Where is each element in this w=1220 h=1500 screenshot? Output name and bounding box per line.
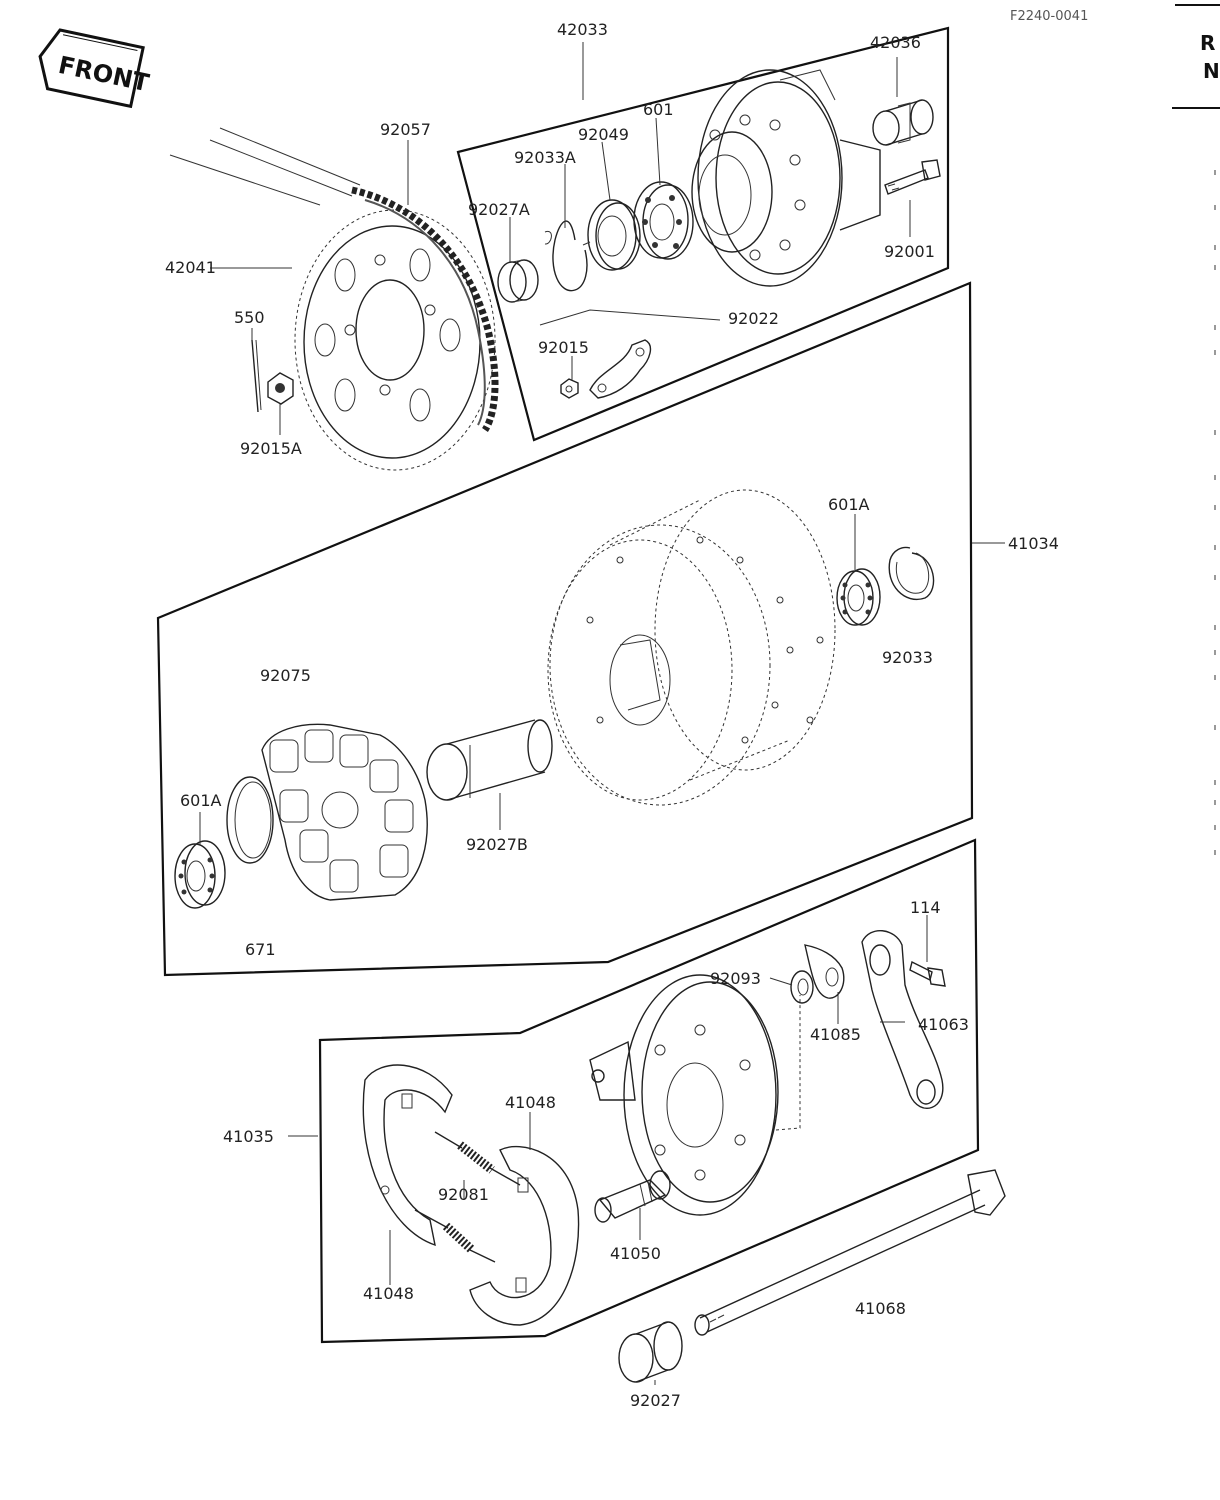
label-92033: 92033 (882, 648, 933, 667)
label-550: 550 (234, 308, 265, 327)
reference-code: F2240-0041 (1010, 9, 1088, 24)
label-114: 114 (910, 898, 941, 917)
frame-wheel-hub (156, 281, 974, 977)
label-42033: 42033 (557, 20, 608, 39)
part-labels: 42033 42036 92057 601 92049 92033A 92027… (165, 20, 1059, 1410)
indicator-41085 (804, 944, 845, 999)
seal-92049 (587, 199, 641, 271)
bearing-601A-right (836, 568, 881, 626)
label-41048-lower: 41048 (363, 1284, 414, 1303)
label-92015: 92015 (538, 338, 589, 357)
label-671: 671 (245, 940, 276, 959)
label-41085: 41085 (810, 1025, 861, 1044)
label-92027B: 92027B (466, 835, 528, 854)
spring-92081-lower (414, 1209, 496, 1263)
front-badge: FRONT (38, 28, 152, 109)
label-92081: 92081 (438, 1185, 489, 1204)
nut-92015 (560, 378, 579, 399)
label-42036: 42036 (870, 33, 921, 52)
label-41035: 41035 (223, 1127, 274, 1146)
cotter-pin-550 (251, 339, 262, 413)
bolt-114 (909, 960, 946, 987)
leader-lines (199, 42, 1005, 1385)
label-92027A: 92027A (468, 200, 530, 219)
label-92033A: 92033A (514, 148, 576, 167)
label-92049: 92049 (578, 125, 629, 144)
side-text-bottom: N (1203, 59, 1220, 83)
spring-92081-upper (434, 1131, 521, 1186)
frame-brake (318, 838, 980, 1344)
label-601A-right: 601A (828, 495, 870, 514)
bearing-601 (633, 181, 694, 260)
label-92057: 92057 (380, 120, 431, 139)
axle-41068 (694, 1169, 1006, 1336)
collar-92027A (497, 230, 552, 303)
collar-42036 (872, 99, 934, 146)
label-92093: 92093 (710, 969, 761, 988)
label-92075: 92075 (260, 666, 311, 685)
label-92015A: 92015A (240, 439, 302, 458)
side-table-fragment: R N (1172, 4, 1220, 855)
spacer-92027B (426, 719, 553, 801)
chain-92057 (169, 127, 499, 432)
brake-shoe-41048-upper (362, 1064, 453, 1247)
side-text-top: R (1200, 31, 1215, 55)
sprocket-carrier (691, 69, 881, 287)
damper-92075 (261, 723, 428, 901)
o-ring-671 (226, 776, 274, 864)
circlip-92033A (552, 220, 591, 292)
bearing-601A-left (174, 840, 226, 909)
label-41050: 41050 (610, 1244, 661, 1263)
label-41063: 41063 (918, 1015, 969, 1034)
brake-cam-41050 (594, 1170, 671, 1223)
label-42041: 42041 (165, 258, 216, 277)
brake-shoe-41048-lower (469, 1146, 580, 1326)
bolt-92001 (884, 159, 941, 195)
circlip-92033 (888, 546, 935, 601)
label-92027: 92027 (630, 1391, 681, 1410)
arrow-front-icon (38, 28, 145, 109)
washer-92093 (790, 970, 814, 1004)
label-601A-left: 601A (180, 791, 222, 810)
brake-lever-41063 (861, 930, 944, 1109)
label-41068: 41068 (855, 1299, 906, 1318)
label-41048-upper: 41048 (505, 1093, 556, 1112)
frame-sprocket-carrier (456, 26, 950, 442)
nut-92015A (267, 372, 294, 405)
label-41034: 41034 (1008, 534, 1059, 553)
label-601: 601 (643, 100, 674, 119)
collar-92027 (618, 1321, 683, 1383)
label-92001: 92001 (884, 242, 935, 261)
brake-panel (589, 974, 801, 1216)
label-92022: 92022 (728, 309, 779, 328)
plate-92022 (589, 339, 652, 399)
sprocket-42041 (294, 209, 496, 471)
wheel-hub (547, 489, 836, 806)
